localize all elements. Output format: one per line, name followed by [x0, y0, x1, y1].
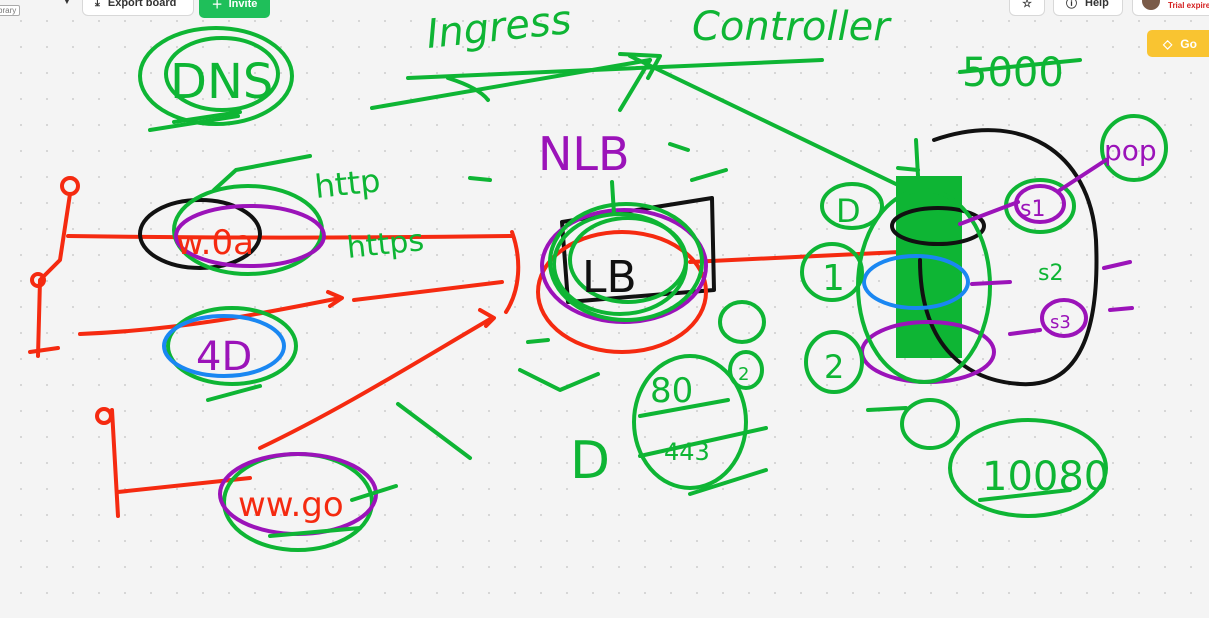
site-c-group: ww.go: [218, 452, 398, 552]
pin-button[interactable]: ☆: [1009, 0, 1045, 16]
https-label: https: [345, 223, 425, 266]
site-b-group: 4D: [162, 306, 298, 402]
ports-group: 80 443 2 D: [570, 300, 768, 496]
pin-icon: ☆: [1022, 0, 1032, 10]
export-board-button[interactable]: ⤓ Export board: [82, 0, 194, 16]
avatar[interactable]: [1142, 0, 1160, 10]
export-board-label: Export board: [107, 0, 177, 9]
count-5000-label: 5000: [962, 50, 1064, 96]
pop-label: pop: [1104, 134, 1157, 167]
node-2-label: 2: [824, 348, 844, 386]
invite-button[interactable]: ＋ Invite: [199, 0, 270, 18]
cluster-group: s1 s2 s3 pop 10080 1 2 D: [800, 114, 1168, 518]
controller-label: Controller: [692, 4, 892, 50]
svc-s2-label: s2: [1038, 261, 1063, 286]
svc-s3-label: s3: [1050, 312, 1071, 333]
port-d-label: D: [570, 431, 610, 491]
lb-label: LB: [582, 252, 637, 303]
ingress-controller-group: Ingress Controller 5000: [370, 0, 1082, 188]
node-d-label: D: [836, 192, 861, 230]
load-balancer-group: LB: [396, 142, 728, 460]
help-icon: ⓘ: [1066, 0, 1077, 10]
help-button[interactable]: ⓘ Help: [1053, 0, 1123, 16]
nlb-label: NLB: [538, 127, 630, 181]
dns-group: DNS: [138, 26, 294, 132]
ingress-label: Ingress: [424, 0, 573, 58]
port-80-label: 80: [650, 371, 693, 411]
port-2-label: 2: [738, 364, 749, 385]
svc-s1-label: s1: [1020, 197, 1045, 222]
site-a-label: w.0a: [176, 223, 254, 263]
help-label: Help: [1085, 0, 1109, 9]
traffic-arrows: [66, 230, 902, 494]
site-a-group: w.0a http https: [138, 154, 426, 276]
http-label: http: [313, 161, 382, 206]
invite-icon: ＋: [211, 0, 223, 11]
export-icon: ⤓: [95, 0, 100, 9]
chevron-down-icon[interactable]: ▼: [62, 0, 72, 7]
stick-figure-icon: [28, 176, 120, 518]
node-1-label: 1: [822, 258, 845, 299]
node-bar: [896, 176, 962, 358]
dns-label: DNS: [170, 54, 273, 110]
trial-expire-label: Trial expire: [1168, 1, 1209, 10]
go-label: Go: [1180, 36, 1197, 51]
library-tag[interactable]: brary: [0, 5, 21, 16]
site-b-label: 4D: [196, 334, 252, 380]
go-upgrade-button[interactable]: ◇ Go: [1147, 30, 1209, 57]
diamond-icon: ◇: [1163, 36, 1173, 51]
invite-label: Invite: [228, 0, 258, 10]
site-c-label: ww.go: [238, 485, 344, 525]
